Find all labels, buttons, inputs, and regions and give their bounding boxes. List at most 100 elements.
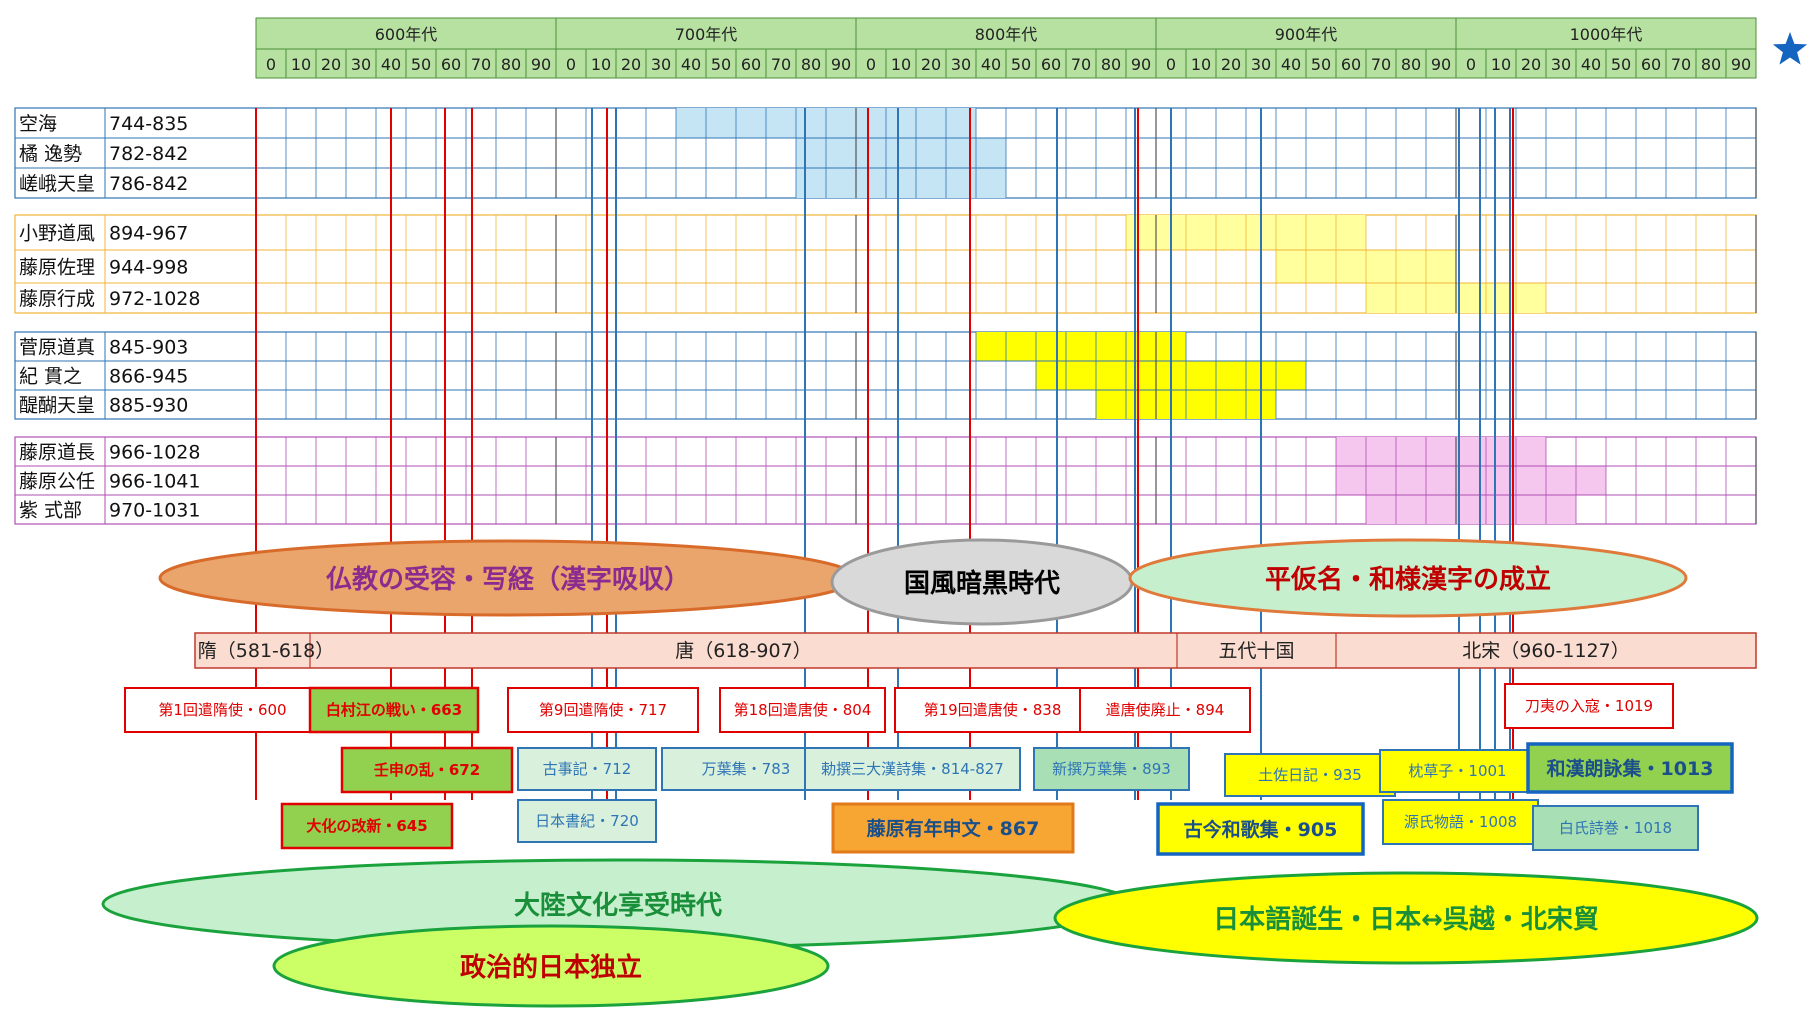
event-label: 源氏物語・1008 <box>1404 813 1517 831</box>
lifespan-bar <box>1366 495 1576 524</box>
event-box <box>1382 799 1539 845</box>
decade-label: 0 <box>266 55 276 74</box>
decade-label: 10 <box>291 55 311 74</box>
event-label: 藤原有年申文・867 <box>867 817 1040 840</box>
century-label: 800年代 <box>975 25 1038 44</box>
event-label: 古事記・712 <box>543 760 632 778</box>
person-years: 966-1028 <box>109 442 200 464</box>
dynasty-label: 五代十国 <box>1218 640 1294 662</box>
event-label: 刀夷の入寇・1019 <box>1525 697 1653 715</box>
decade-label: 40 <box>1281 55 1301 74</box>
decade-label: 30 <box>651 55 671 74</box>
period-oval-japanese-birth <box>1053 871 1759 965</box>
person-name: 紀 貫之 <box>19 366 82 388</box>
dynasty-label: 唐（618-907） <box>675 640 811 662</box>
century-label: 700年代 <box>675 25 738 44</box>
decade-label: 0 <box>566 55 576 74</box>
decade-label: 70 <box>1671 55 1691 74</box>
event-box <box>1532 805 1699 851</box>
century-label: 1000年代 <box>1570 25 1643 44</box>
person-name: 紫 式部 <box>19 500 82 522</box>
event-label: 白村江の戦い・663 <box>326 701 462 719</box>
event-box <box>507 687 699 733</box>
decade-label: 30 <box>951 55 971 74</box>
event-box <box>1079 687 1251 733</box>
event-box <box>1526 742 1734 794</box>
person-years: 786-842 <box>109 173 188 195</box>
decade-label: 30 <box>351 55 371 74</box>
decade-label: 40 <box>381 55 401 74</box>
lifespan-bar <box>1336 437 1546 466</box>
period-label-continental: 大陸文化享受時代 <box>514 890 722 921</box>
event-label: 白氏詩巻・1018 <box>1559 819 1672 837</box>
decade-label: 60 <box>1641 55 1661 74</box>
event-label: 第1回遣隋使・600 <box>158 701 286 719</box>
person-name: 嵯峨天皇 <box>19 173 95 195</box>
person-name: 橘 逸勢 <box>19 143 82 165</box>
decade-label: 50 <box>411 55 431 74</box>
decade-label: 70 <box>471 55 491 74</box>
event-box <box>517 747 657 791</box>
event-box <box>804 747 1021 791</box>
decade-label: 90 <box>1131 55 1151 74</box>
event-label: 古今和歌集・905 <box>1184 818 1338 841</box>
decade-label: 80 <box>801 55 821 74</box>
event-label: 勅撰三大漢詩集・814-827 <box>821 760 1004 778</box>
event-box <box>894 687 1091 733</box>
century-label: 900年代 <box>1275 25 1338 44</box>
person-years: 972-1028 <box>109 288 200 310</box>
person-years: 866-945 <box>109 366 188 388</box>
event-label: 第18回遣唐使・804 <box>734 701 872 719</box>
decade-label: 70 <box>1071 55 1091 74</box>
dynasty-label: 北宋（960-1127） <box>1462 640 1629 662</box>
event-box <box>1504 683 1674 729</box>
decade-label: 40 <box>681 55 701 74</box>
decade-label: 90 <box>1731 55 1751 74</box>
decade-label: 0 <box>866 55 876 74</box>
decade-label: 80 <box>1101 55 1121 74</box>
event-box <box>1033 747 1190 791</box>
decade-label: 50 <box>1311 55 1331 74</box>
lifespan-bar <box>796 138 1006 168</box>
period-label-buddhism: 仏教の受容・写経（漢字吸収） <box>326 564 690 595</box>
decade-label: 90 <box>531 55 551 74</box>
person-years: 782-842 <box>109 143 188 165</box>
person-years: 894-967 <box>109 223 188 245</box>
event-label: 土佐日記・935 <box>1258 766 1362 784</box>
person-years: 944-998 <box>109 257 188 279</box>
decade-label: 80 <box>1401 55 1421 74</box>
event-label: 遣唐使廃止・894 <box>1106 701 1225 719</box>
person-years: 744-835 <box>109 113 188 135</box>
event-box <box>124 687 321 733</box>
period-label-japanese-birth: 日本語誕生・日本↔呉越・北宋貿 <box>1213 904 1599 935</box>
dynasty-label: 隋（581-618） <box>198 640 334 662</box>
lifespan-bar <box>796 168 1006 198</box>
decade-label: 10 <box>891 55 911 74</box>
dynasty-bar <box>194 632 1757 669</box>
decade-label: 40 <box>981 55 1001 74</box>
decade-label: 60 <box>1341 55 1361 74</box>
event-label: 大化の改新・645 <box>306 817 427 835</box>
event-label: 壬申の乱・672 <box>374 761 480 779</box>
person-group <box>14 331 1757 420</box>
event-box <box>831 802 1075 854</box>
decade-label: 80 <box>1701 55 1721 74</box>
decade-label: 30 <box>1551 55 1571 74</box>
period-label-kana: 平仮名・和様漢字の成立 <box>1265 564 1551 595</box>
person-years: 845-903 <box>109 337 188 359</box>
lifespan-bar <box>976 332 1186 361</box>
person-years: 885-930 <box>109 395 188 417</box>
person-name: 醍醐天皇 <box>19 395 95 417</box>
event-label: 和漢朗詠集・1013 <box>1547 757 1714 780</box>
star-icon <box>1772 32 1808 65</box>
decade-label: 80 <box>501 55 521 74</box>
person-name: 藤原道長 <box>19 442 95 464</box>
century-label: 600年代 <box>375 25 438 44</box>
decade-label: 60 <box>441 55 461 74</box>
decade-label: 0 <box>1166 55 1176 74</box>
period-oval-political <box>272 924 830 1008</box>
decade-label: 60 <box>741 55 761 74</box>
event-box <box>719 687 886 733</box>
decade-label: 20 <box>1221 55 1241 74</box>
